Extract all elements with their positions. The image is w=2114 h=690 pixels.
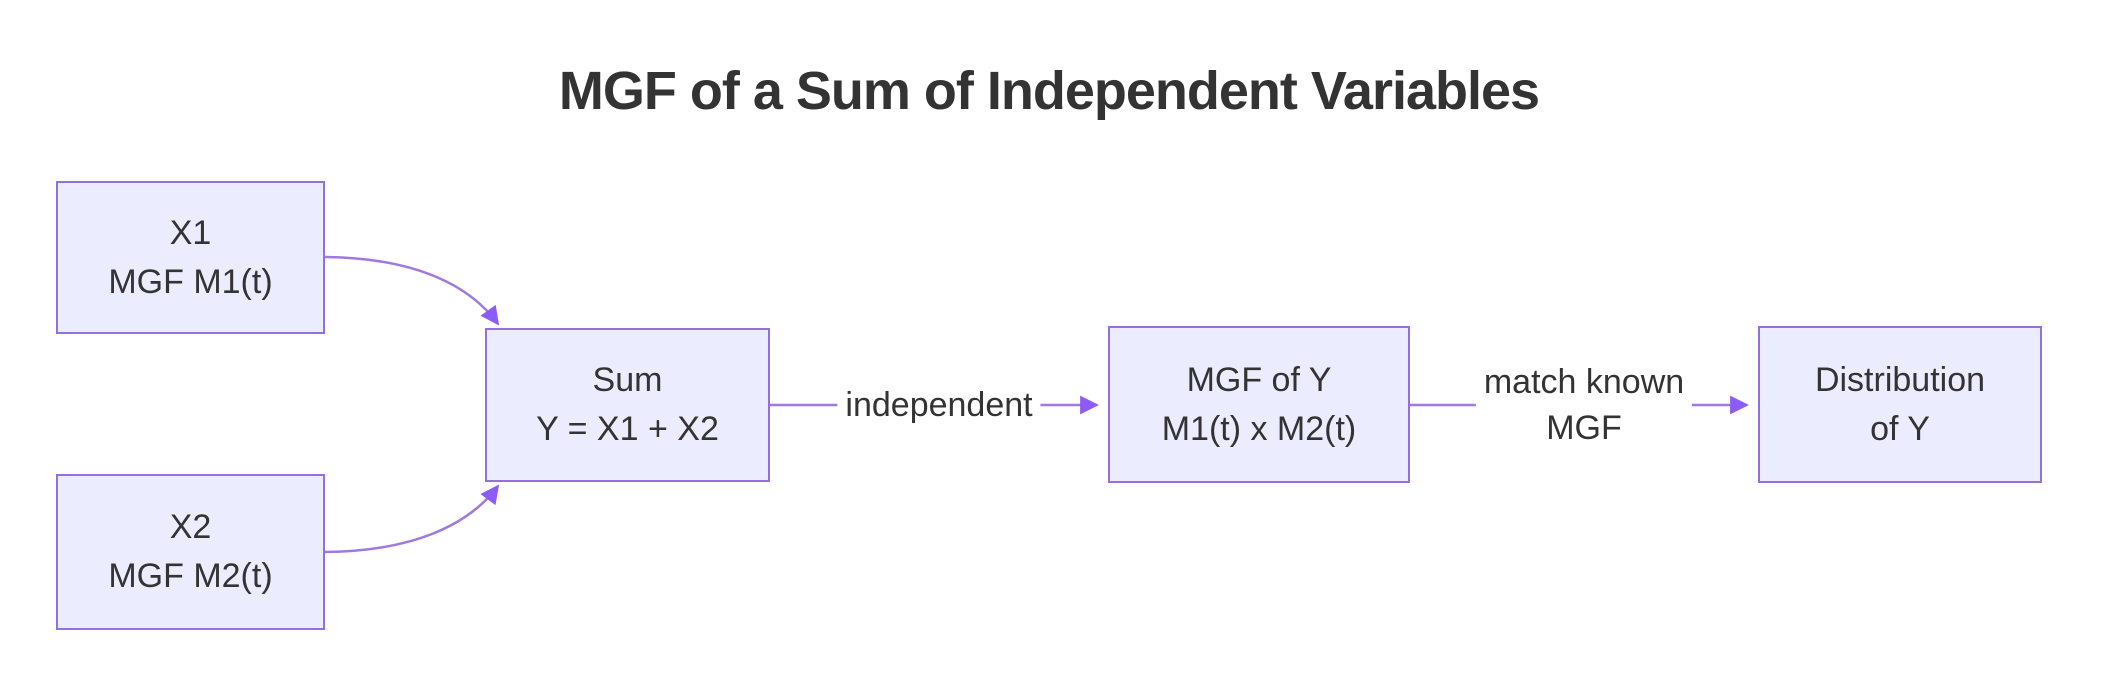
node-sum: Sum Y = X1 + X2 [485,328,770,482]
edge-label-independent: independent [837,382,1041,428]
edge-label-match-known-mgf: match known MGF [1475,359,1693,451]
node-distribution-line1: Distribution [1814,360,1986,399]
node-x1-line2: MGF M1(t) [108,262,273,301]
node-x1-line1: X1 [169,213,212,252]
node-x2: X2 MGF M2(t) [56,474,325,630]
node-x1: X1 MGF M1(t) [56,181,325,334]
node-sum-line2: Y = X1 + X2 [536,410,719,448]
edge-x1-to-sum [324,255,500,326]
node-mgf-of-y-line1: MGF of Y [1186,360,1332,399]
node-mgf-of-y: MGF of Y M1(t) x M2(t) [1108,326,1410,483]
node-x2-line1: X2 [169,508,212,546]
node-x2-line2: MGF M2(t) [108,557,273,595]
node-distribution-line2: of Y [1870,409,1930,448]
node-distribution-of-y: Distribution of Y [1758,326,2042,483]
node-mgf-of-y-line2: M1(t) x M2(t) [1161,409,1357,448]
diagram-title: MGF of a Sum of Independent Variables [558,61,1540,121]
edge-x2-to-sum [324,484,500,554]
edge-label-match-line1: match known [1483,363,1685,401]
node-sum-line1: Sum [592,361,663,399]
edge-label-match-line2: MGF [1546,409,1622,447]
